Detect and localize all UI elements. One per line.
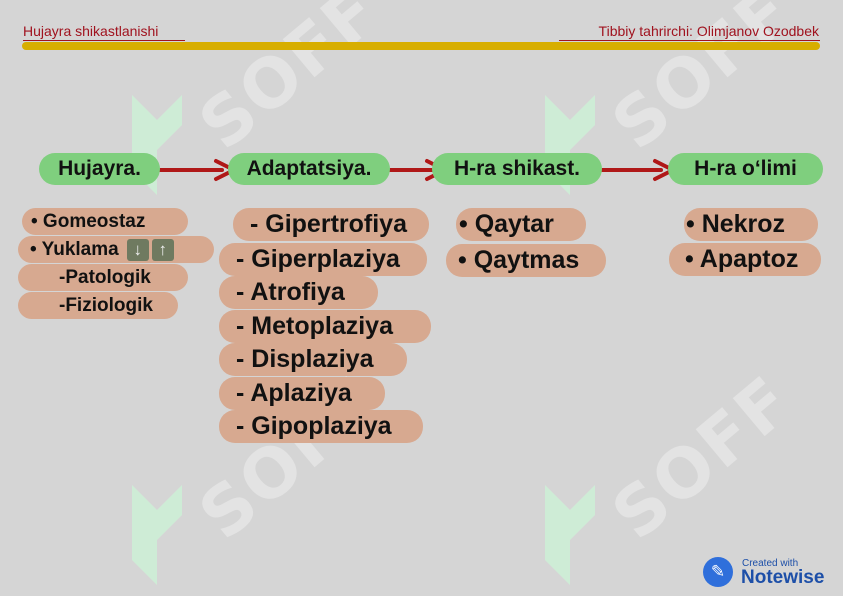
arrow-down-icon: ↓ (126, 238, 149, 261)
item-label: • Apaptoz (685, 245, 799, 273)
header-left-underline (23, 40, 185, 41)
watermark-text: SOFF (185, 0, 395, 166)
list-item-metoplaziya: - Metoplaziya (219, 310, 431, 343)
item-label: • Qaytmas (458, 246, 580, 274)
arrow-up-icon: ↑ (151, 238, 174, 261)
list-item-gomeostaz: • Gomeostaz (22, 208, 188, 235)
list-item-fiziologik: -Fiziologik (18, 292, 178, 319)
arrow-right-icon (150, 159, 236, 181)
item-label: - Aplaziya (236, 379, 352, 407)
header-right-underline (559, 40, 820, 41)
list-item-atrofiya: - Atrofiya (219, 276, 378, 309)
list-item-displaziya: - Displaziya (219, 343, 407, 376)
list-item-gipoplaziya: - Gipoplaziya (219, 410, 423, 443)
node-hujayra: Hujayra. (39, 153, 160, 185)
node-hra-shikast: H-ra shikast. (432, 153, 602, 185)
item-label: • Nekroz (686, 210, 786, 238)
node-hra-olimi: H-ra oʻlimi (668, 153, 823, 185)
item-label: - Gipoplaziya (236, 412, 392, 440)
list-item-nekroz: • Nekroz (684, 208, 818, 241)
item-label: • Gomeostaz (31, 210, 146, 232)
list-item-giperplaziya: - Giperplaziya (219, 243, 427, 276)
item-label: - Displaziya (236, 345, 374, 373)
badge-caption: Created with (742, 558, 799, 569)
list-item-apaptoz: • Apaptoz (669, 243, 821, 276)
item-label: -Fiziologik (59, 294, 153, 316)
list-item-yuklama: • Yuklama ↓ ↑ (18, 236, 214, 263)
list-item-patologik: -Patologik (18, 264, 188, 291)
header-title-left: Hujayra shikastlanishi (23, 23, 159, 39)
pencil-icon: ✎ (703, 557, 733, 587)
soff-logo-watermark (132, 95, 182, 195)
item-label: - Atrofiya (236, 278, 345, 306)
header-divider-bar (22, 42, 820, 50)
list-item-qaytar: • Qaytar (456, 208, 586, 241)
list-item-qaytmas: • Qaytmas (446, 244, 606, 277)
badge-brand: Notewise (741, 567, 825, 588)
watermark-text: SOFF (598, 361, 808, 556)
soff-logo-watermark (132, 485, 182, 585)
list-item-gipertrofiya: - Gipertrofiya (233, 208, 429, 241)
arrow-right-icon (597, 159, 675, 181)
node-adaptatsiya: Adaptatsiya. (228, 153, 390, 185)
item-label: - Gipertrofiya (250, 210, 407, 238)
list-item-aplaziya: - Aplaziya (219, 377, 385, 410)
header-title-right: Tibbiy tahrirchi: Olimjanov Ozodbek (598, 23, 819, 39)
item-label: - Giperplaziya (236, 245, 400, 273)
item-label: • Qaytar (459, 210, 554, 238)
item-label: -Patologik (59, 266, 151, 288)
soff-logo-watermark (545, 95, 595, 195)
soff-logo-watermark (545, 485, 595, 585)
item-label: • Yuklama (30, 238, 119, 260)
item-label: - Metoplaziya (236, 312, 393, 340)
